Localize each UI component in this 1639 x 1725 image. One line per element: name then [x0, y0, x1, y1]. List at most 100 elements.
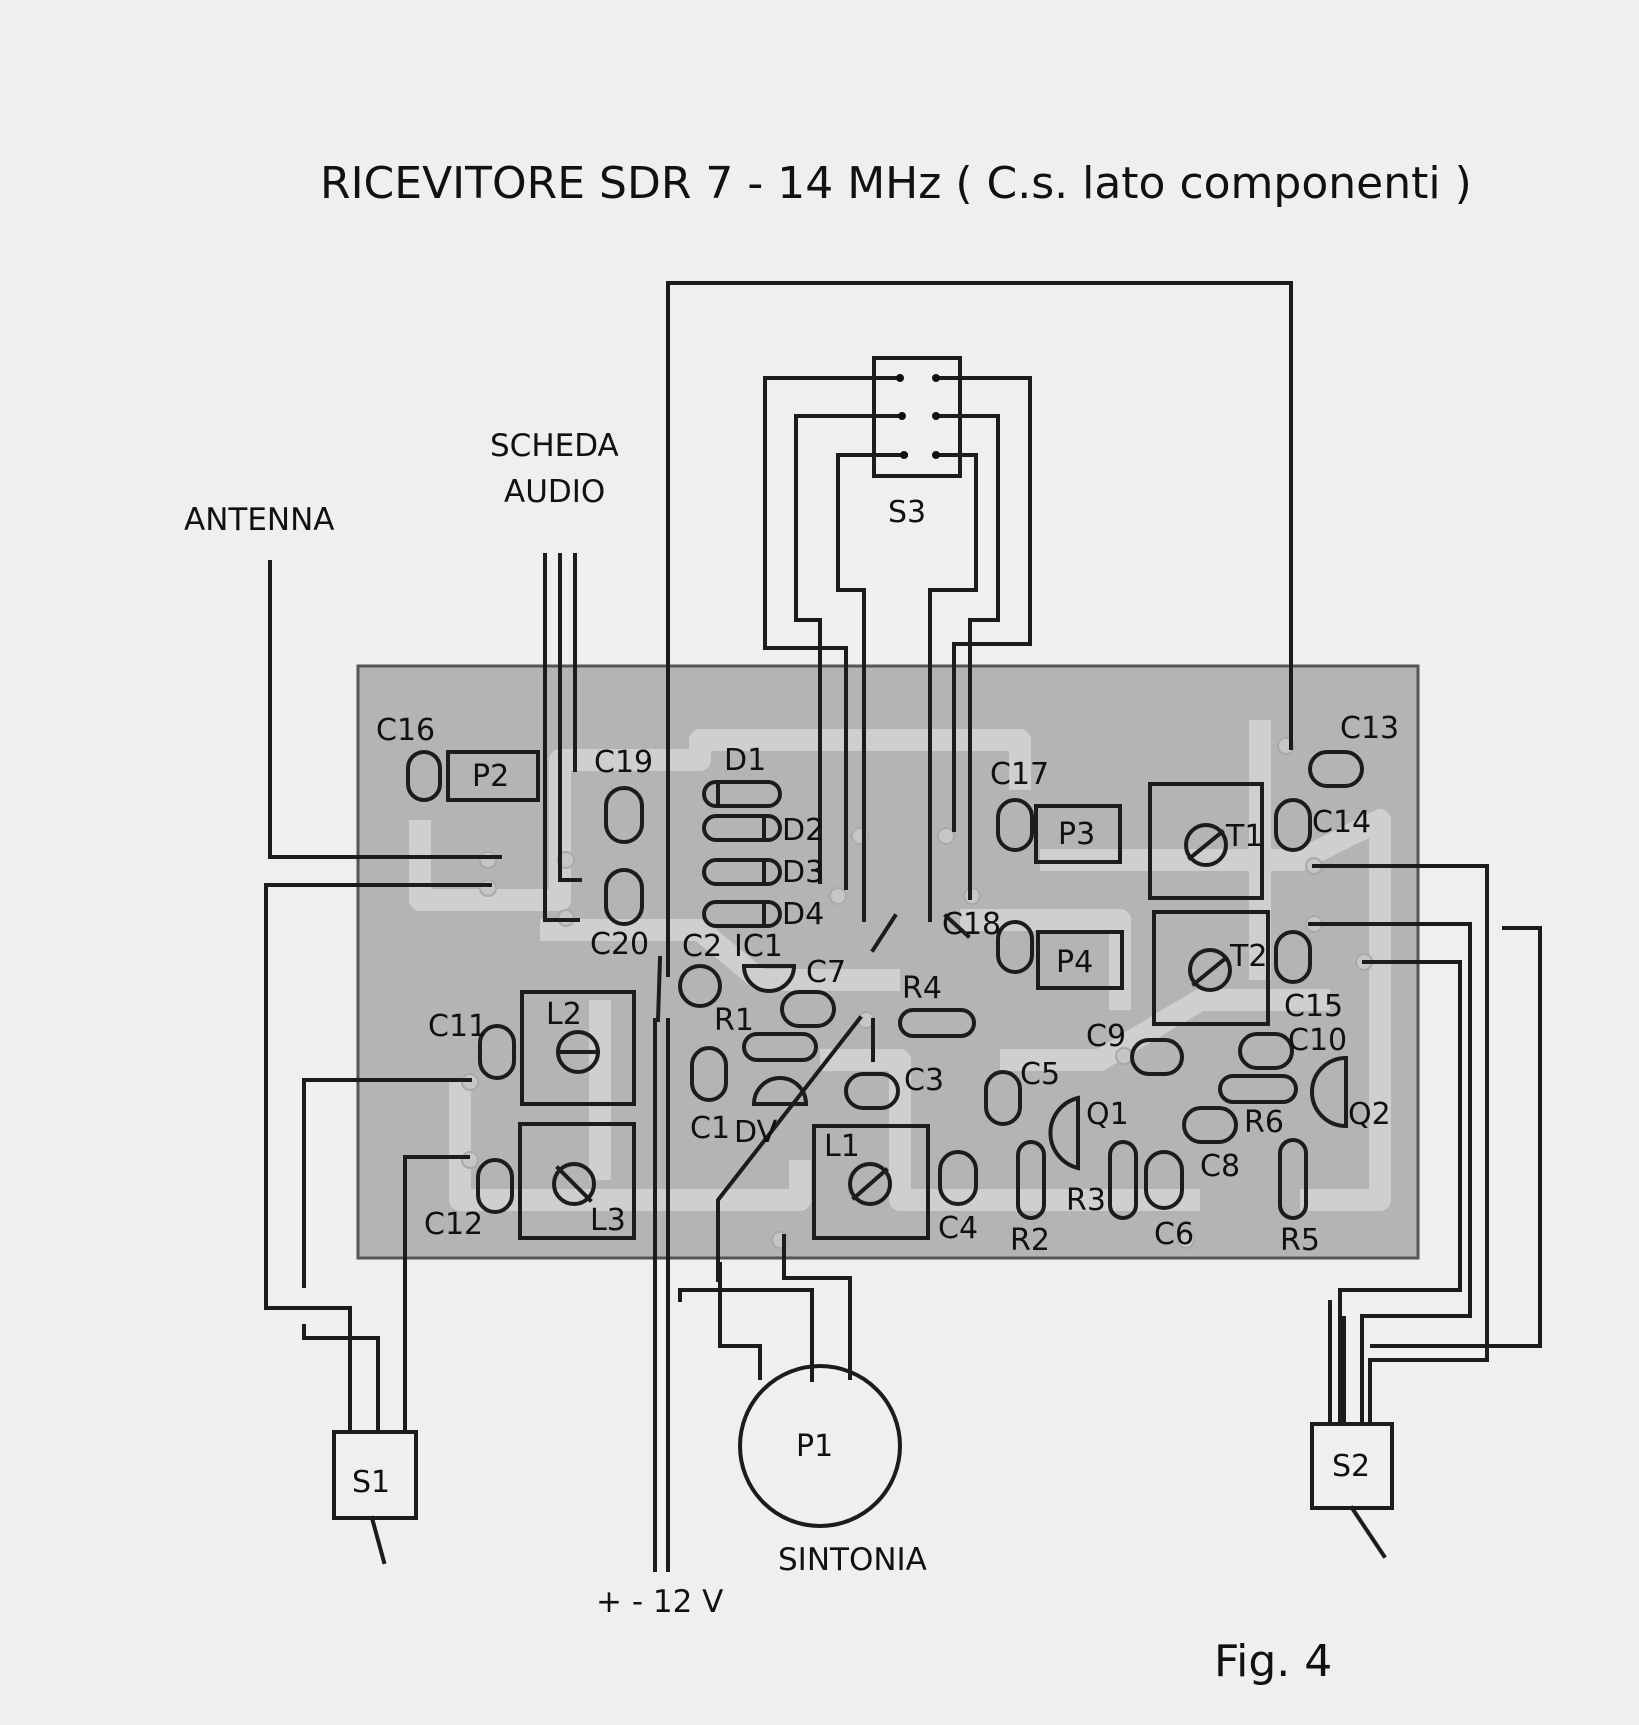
- transistor-q1: [1048, 1095, 1080, 1171]
- capacitor-c7: [780, 990, 836, 1028]
- label-c12: C12: [424, 1207, 483, 1242]
- label-r3: R3: [1066, 1183, 1106, 1218]
- varicap-dv: [751, 1076, 809, 1106]
- capacitor-c10: [1238, 1032, 1294, 1070]
- diagram-title: RICEVITORE SDR 7 - 14 MHz ( C.s. lato co…: [320, 158, 1472, 209]
- diode-d3: [702, 858, 782, 886]
- capacitor-c1: [690, 1046, 728, 1102]
- wiring: [264, 281, 1542, 1572]
- label-c5: C5: [1020, 1057, 1060, 1092]
- label-t2: T2: [1229, 939, 1267, 974]
- capacitor-c6: [1144, 1150, 1184, 1210]
- transformer-t1: [1148, 782, 1264, 900]
- capacitor-c9: [1130, 1038, 1184, 1076]
- capacitor-c12: [476, 1158, 514, 1214]
- s2-label: S2: [1332, 1449, 1370, 1484]
- label-p4: P4: [1056, 945, 1093, 980]
- label-dv: DV: [734, 1115, 778, 1150]
- transistor-q2: [1310, 1055, 1348, 1129]
- resistor-r4: [898, 1008, 976, 1038]
- s3-label: S3: [888, 495, 926, 530]
- potentiometer-p1: [738, 1364, 902, 1528]
- label-c6: C6: [1154, 1217, 1194, 1252]
- coil-l3: [518, 1122, 636, 1240]
- resistor-r1: [742, 1032, 818, 1062]
- label-c14: C14: [1312, 805, 1371, 840]
- label-c7: C7: [806, 955, 846, 990]
- capacitor-c8: [1182, 1106, 1238, 1144]
- label-c13: C13: [1340, 711, 1399, 746]
- diode-d2: [702, 814, 782, 842]
- label-r6: R6: [1244, 1105, 1284, 1140]
- label-c2: C2: [682, 929, 722, 964]
- label-c16: C16: [376, 713, 435, 748]
- capacitor-c20: [604, 868, 644, 926]
- trimmer-p3: [1034, 804, 1122, 864]
- label-l3: L3: [590, 1203, 626, 1238]
- resistor-r2: [1016, 1140, 1046, 1220]
- label-l1: L1: [824, 1129, 860, 1164]
- label-c18: C18: [942, 907, 1001, 942]
- label-c17: C17: [990, 757, 1049, 792]
- trimmer-p4: [1036, 930, 1124, 990]
- scheda-audio-label-line1: SCHEDA: [490, 428, 619, 464]
- label-r1: R1: [714, 1003, 754, 1038]
- label-q1: Q1: [1086, 1097, 1129, 1132]
- figure-number: Fig. 4: [1214, 1636, 1332, 1687]
- label-d2: D2: [782, 813, 824, 848]
- capacitor-c14: [1274, 798, 1312, 852]
- component-labels: C16 P2 C19 D1 D2 D3 D4 C17 P3 T1 C13 C14…: [376, 711, 1399, 1258]
- supply-label: + - 12 V: [596, 1584, 723, 1620]
- transformer-t2: [1152, 910, 1270, 1026]
- label-l2: L2: [546, 997, 582, 1032]
- ic-ic1: [741, 964, 797, 993]
- label-r2: R2: [1010, 1223, 1050, 1258]
- label-c11: C11: [428, 1009, 487, 1044]
- label-c3: C3: [904, 1063, 944, 1098]
- label-c15: C15: [1284, 989, 1343, 1024]
- capacitor-c19: [604, 786, 644, 844]
- label-r4: R4: [902, 971, 942, 1006]
- capacitor-c16: [406, 750, 442, 802]
- label-q2: Q2: [1348, 1097, 1391, 1132]
- label-c10: C10: [1288, 1023, 1347, 1058]
- s1-label: S1: [352, 1465, 390, 1500]
- capacitor-c15: [1274, 930, 1312, 984]
- label-c4: C4: [938, 1211, 978, 1246]
- capacitor-c5: [984, 1070, 1022, 1126]
- label-p3: P3: [1058, 817, 1095, 852]
- capacitor-c4: [938, 1150, 978, 1206]
- copper-traces: [409, 720, 1391, 1211]
- label-c8: C8: [1200, 1149, 1240, 1184]
- capacitor-c3: [844, 1072, 900, 1110]
- label-d3: D3: [782, 855, 824, 890]
- capacitor-c11: [478, 1024, 516, 1080]
- components: [406, 750, 1364, 1240]
- label-d4: D4: [782, 897, 824, 932]
- coil-l2: [520, 990, 636, 1106]
- label-t1: T1: [1225, 819, 1263, 854]
- resistor-r3: [1108, 1140, 1138, 1220]
- label-ic1: IC1: [734, 929, 783, 964]
- diode-d4: [702, 900, 782, 928]
- switch-s2: [1310, 1422, 1394, 1559]
- label-d1: D1: [724, 743, 766, 778]
- label-c1: C1: [690, 1111, 730, 1146]
- antenna-label: ANTENNA: [184, 502, 335, 538]
- diode-d1: [702, 780, 782, 808]
- label-c20: C20: [590, 927, 649, 962]
- switch-s1: [332, 1430, 418, 1565]
- coil-l1: [812, 1124, 930, 1240]
- scheda-audio-label-line2: AUDIO: [504, 474, 605, 510]
- sintonia-label: SINTONIA: [778, 1542, 927, 1578]
- label-c9: C9: [1086, 1019, 1126, 1054]
- capacitor-c18: [996, 920, 1034, 974]
- p1-label: P1: [796, 1429, 833, 1464]
- resistor-r6: [1218, 1074, 1298, 1104]
- trimmer-p2: [446, 750, 540, 802]
- pcb-board: [356, 664, 1420, 1260]
- capacitor-c17: [996, 798, 1034, 852]
- label-c19: C19: [594, 745, 653, 780]
- label-p2: P2: [472, 759, 509, 794]
